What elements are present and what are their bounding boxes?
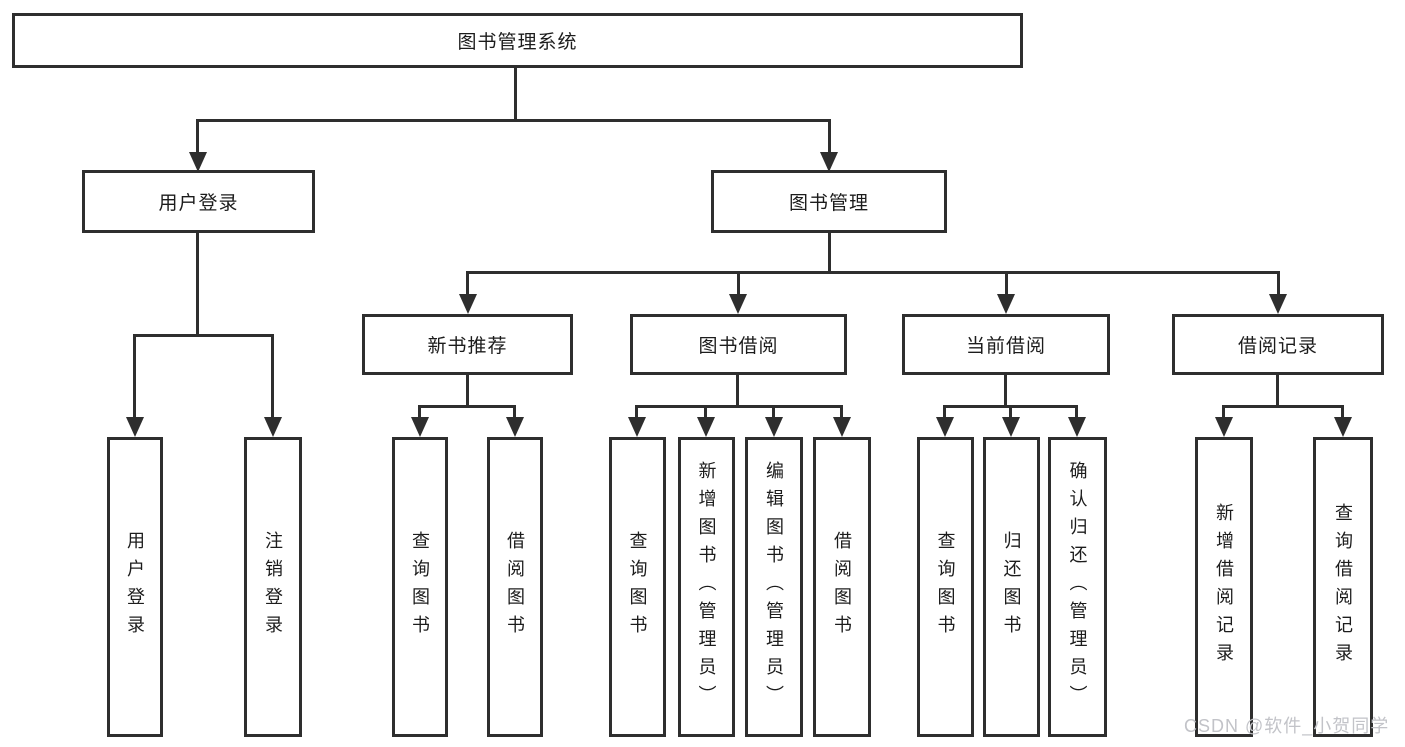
connector-line [466, 271, 469, 299]
connector-arrowhead [189, 152, 207, 172]
node-user-login: 用户登录 [82, 170, 315, 233]
connector-line [196, 233, 199, 337]
leaf-borrow-books: 借阅图书 [487, 437, 543, 737]
connector-line [271, 334, 274, 421]
node-label: 借阅记录 [1237, 336, 1318, 357]
leaf-add-borrow-record: 新增借阅记录 [1195, 437, 1253, 737]
node-label: 查询图书 [935, 531, 956, 643]
leaf-borrow-books: 借阅图书 [813, 437, 871, 737]
connector-arrowhead [820, 152, 838, 172]
connector-line [466, 271, 1280, 274]
connector-arrowhead [459, 294, 477, 314]
connector-line [943, 405, 946, 421]
connector-line [1222, 405, 1344, 408]
node-label: 借阅图书 [832, 531, 852, 643]
connector-line [1277, 271, 1280, 299]
connector-line [1005, 271, 1008, 299]
leaf-query-books: 查询图书 [392, 437, 448, 737]
connector-line [133, 334, 274, 337]
leaf-return-books: 归还图书 [983, 437, 1040, 737]
connector-line [418, 405, 421, 421]
connector-line [514, 68, 517, 122]
leaf-query-borrow-record: 查询借阅记录 [1313, 437, 1373, 737]
connector-line [737, 271, 740, 299]
connector-line [1075, 405, 1078, 421]
node-book-borrowing: 图书借阅 [630, 314, 847, 375]
connector-arrowhead [936, 417, 954, 437]
node-borrowing-records: 借阅记录 [1172, 314, 1384, 375]
connector-line [196, 119, 199, 157]
connector-line [418, 405, 516, 408]
connector-line [635, 405, 638, 421]
connector-line [513, 405, 516, 421]
node-current-borrowing: 当前借阅 [902, 314, 1110, 375]
connector-line [196, 119, 831, 122]
node-label: 新增借阅记录 [1214, 503, 1234, 671]
csdn-watermark: CSDN @软件_小贺同学 [1184, 716, 1390, 736]
connector-line [635, 405, 843, 408]
node-label: 新书推荐 [427, 336, 508, 357]
connector-arrowhead [264, 417, 282, 437]
connector-line [828, 119, 831, 157]
connector-line [1222, 405, 1225, 421]
leaf-add-books-admin: 新增图书（管理员） [678, 437, 735, 737]
leaf-query-books: 查询图书 [609, 437, 666, 737]
connector-arrowhead [729, 294, 747, 314]
node-label: 用户登录 [125, 531, 145, 643]
connector-line [772, 405, 775, 421]
connector-line [1009, 405, 1012, 421]
connector-arrowhead [1002, 417, 1020, 437]
node-label: 图书借阅 [698, 336, 779, 357]
node-label: 查询图书 [410, 531, 430, 643]
leaf-confirm-return-admin: 确认归还（管理员） [1048, 437, 1107, 737]
node-label: 用户登录 [158, 193, 239, 214]
node-label: 借阅图书 [505, 531, 525, 643]
connector-arrowhead [1334, 417, 1352, 437]
node-label: 当前借阅 [965, 336, 1046, 357]
connector-line [1276, 375, 1279, 408]
leaf-logout: 注销登录 [244, 437, 302, 737]
connector-arrowhead [1068, 417, 1086, 437]
connector-line [840, 405, 843, 421]
connector-arrowhead [506, 417, 524, 437]
connector-arrowhead [765, 417, 783, 437]
connector-arrowhead [126, 417, 144, 437]
connector-line [704, 405, 707, 421]
connector-arrowhead [1215, 417, 1233, 437]
node-label: 确认归还（管理员） [1067, 461, 1088, 713]
connector-arrowhead [997, 294, 1015, 314]
node-label: 查询图书 [627, 531, 648, 643]
node-label: 注销登录 [263, 531, 283, 643]
connector-line [1004, 375, 1007, 408]
node-label: 新增图书（管理员） [696, 461, 717, 713]
node-label: 归还图书 [1001, 531, 1022, 643]
leaf-edit-books-admin: 编辑图书（管理员） [745, 437, 803, 737]
connector-line [736, 375, 739, 408]
connector-arrowhead [1269, 294, 1287, 314]
node-book-management: 图书管理 [711, 170, 947, 233]
node-label: 图书管理系统 [457, 32, 578, 53]
leaf-query-books: 查询图书 [917, 437, 974, 737]
node-label: 图书管理 [788, 193, 869, 214]
connector-line [828, 233, 831, 274]
node-new-book-recommendation: 新书推荐 [362, 314, 573, 375]
node-library-management-system: 图书管理系统 [12, 13, 1023, 68]
leaf-user-login: 用户登录 [107, 437, 163, 737]
node-label: 查询借阅记录 [1333, 503, 1353, 671]
connector-line [466, 375, 469, 408]
connector-line [133, 334, 136, 421]
connector-arrowhead [697, 417, 715, 437]
connector-arrowhead [628, 417, 646, 437]
connector-arrowhead [411, 417, 429, 437]
connector-arrowhead [833, 417, 851, 437]
connector-line [1341, 405, 1344, 421]
node-label: 编辑图书（管理员） [764, 461, 784, 713]
